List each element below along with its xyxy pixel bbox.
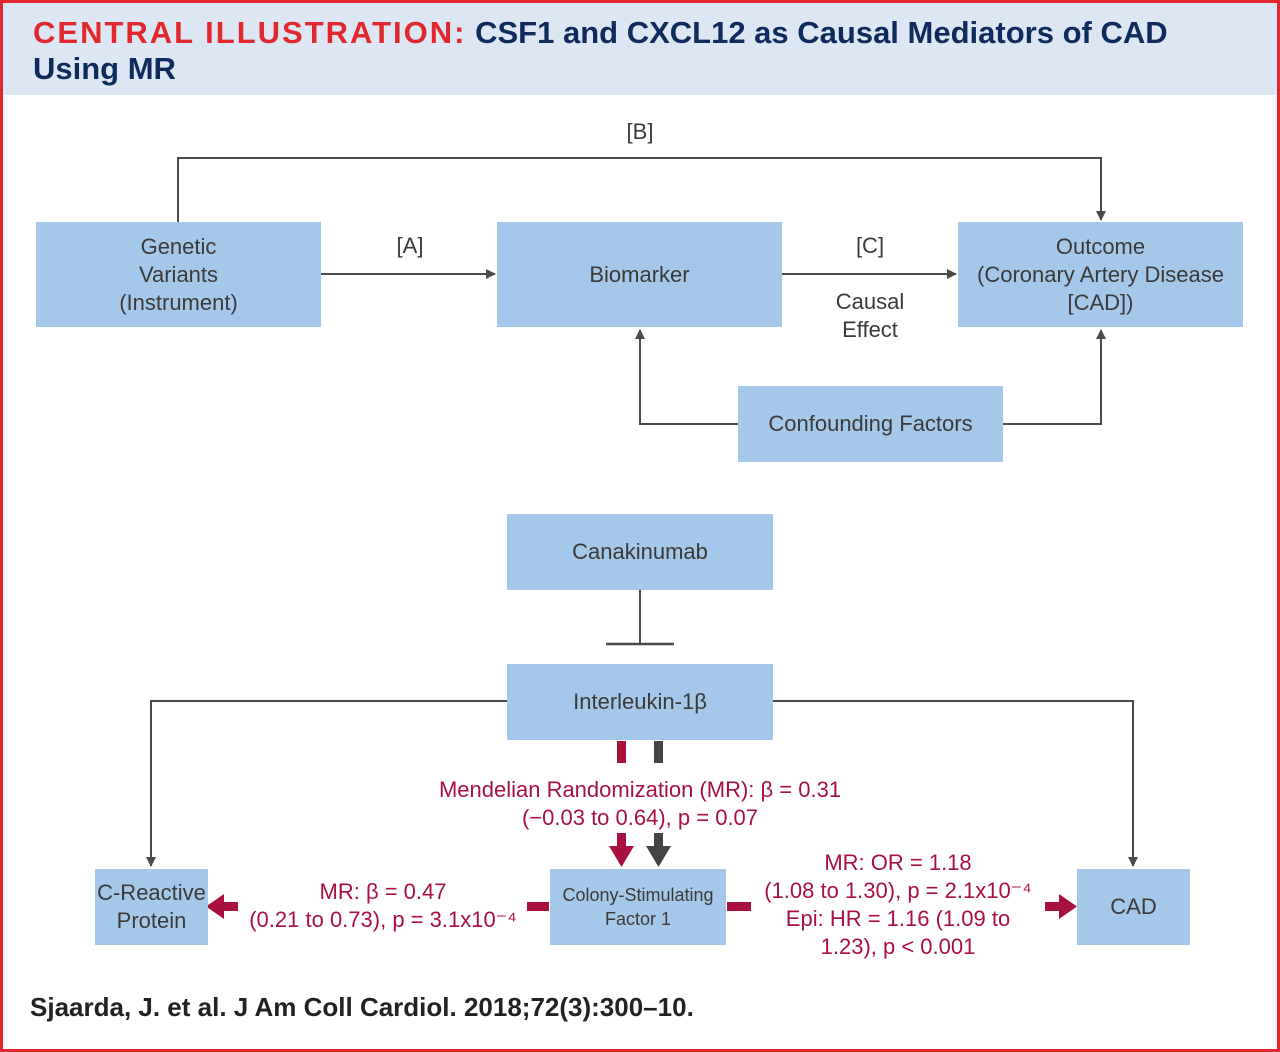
biomarker-box: Biomarker	[497, 222, 782, 327]
causal-effect-label: Causal Effect	[835, 289, 905, 342]
edge-il-crp	[146, 700, 507, 867]
page-title: CENTRAL ILLUSTRATION: CSF1 and CXCL12 as…	[33, 15, 1243, 87]
outcome-box: Outcome (Coronary Artery Disease [CAD])	[958, 222, 1243, 327]
cad-box: CAD	[1077, 869, 1190, 945]
crp-box: C-Reactive Protein	[95, 869, 208, 945]
citation: Sjaarda, J. et al. J Am Coll Cardiol. 20…	[30, 992, 694, 1022]
csf1-box: Colony-Stimulating Factor 1	[550, 869, 726, 945]
canakinumab-box: Canakinumab	[507, 514, 773, 590]
genetic-variants-box: Genetic Variants (Instrument)	[36, 222, 321, 327]
edge-b	[177, 157, 1106, 222]
edge-confound-biomarker	[635, 329, 738, 425]
label-c: [C]	[855, 233, 885, 258]
title-text: CSF1 and CXCL12 as Causal Mediators of C…	[33, 15, 1168, 86]
label-a: [A]	[396, 233, 424, 258]
mr-arrow-il-csf1	[609, 741, 634, 867]
interleukin-box: Interleukin-1β	[507, 664, 773, 740]
obs-arrow-il-csf1	[646, 741, 671, 867]
mr-arrow-csf1-cad	[727, 894, 1077, 919]
edge-il-cad	[773, 700, 1138, 867]
confounding-box: Confounding Factors	[738, 386, 1003, 462]
edge-confound-outcome	[1003, 329, 1106, 425]
header-band: CENTRAL ILLUSTRATION: CSF1 and CXCL12 as…	[3, 3, 1277, 95]
label-b: [B]	[626, 119, 654, 144]
mr-il-csf1-text: Mendelian Randomization (MR): β = 0.31 (…	[438, 777, 842, 830]
mr-csf1-cad-text: MR: OR = 1.18 (1.08 to 1.30), p = 2.1x10…	[764, 850, 1032, 959]
mr-csf1-crp-text: MR: β = 0.47 (0.21 to 0.73), p = 3.1x10⁻…	[249, 879, 517, 932]
mr-arrow-csf1-crp	[206, 894, 549, 919]
title-label: CENTRAL ILLUSTRATION:	[33, 15, 467, 50]
